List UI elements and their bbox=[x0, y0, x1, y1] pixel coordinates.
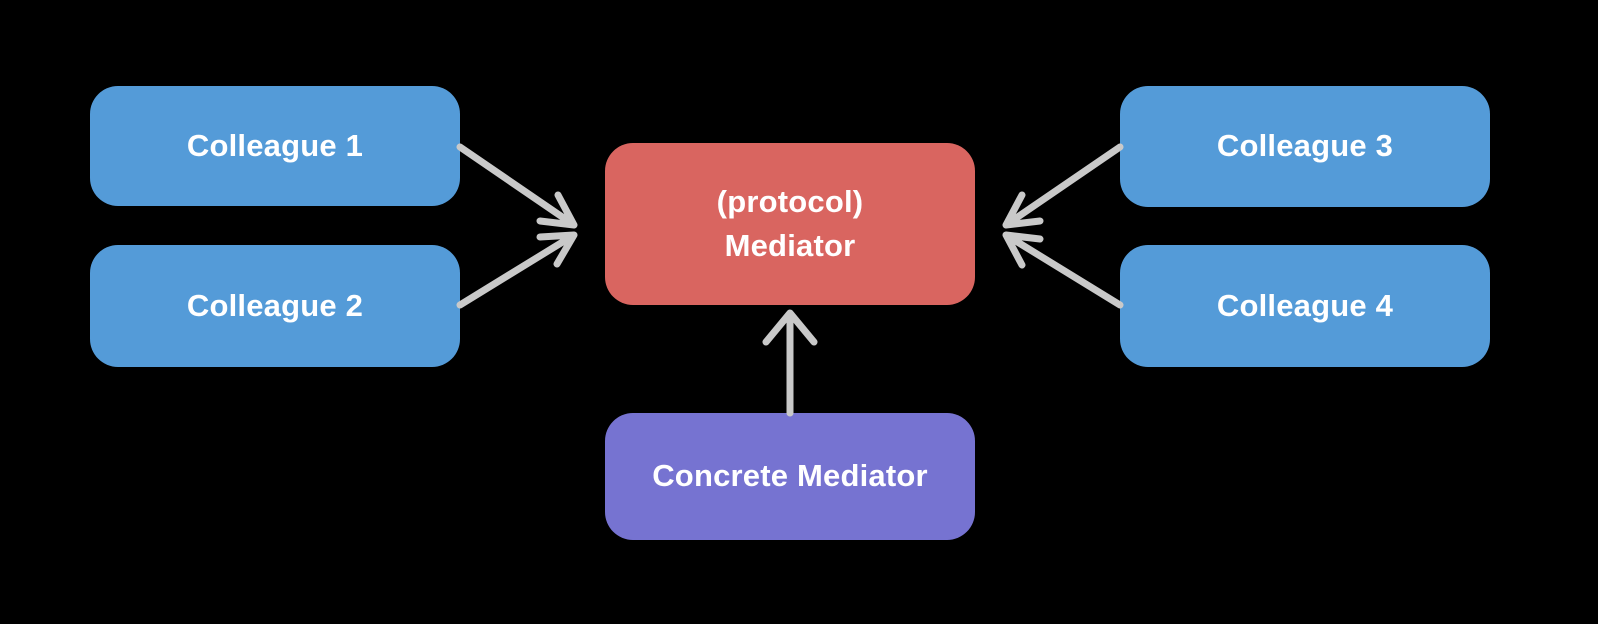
node-colleague-3-label: Colleague 3 bbox=[1216, 128, 1394, 164]
node-colleague-4: Colleague 4 bbox=[1120, 245, 1490, 367]
node-mediator-label: (protocol) Mediator bbox=[716, 183, 864, 263]
node-colleague-1-label: Colleague 1 bbox=[186, 127, 364, 163]
node-concrete-mediator: Concrete Mediator bbox=[605, 413, 975, 540]
arrow-colleague-2-to-mediator bbox=[456, 231, 578, 309]
arrow-colleague-3-to-mediator bbox=[1002, 143, 1124, 229]
arrow-colleague-1-to-mediator bbox=[456, 143, 578, 229]
node-colleague-2: Colleague 2 bbox=[90, 245, 460, 367]
node-concrete-mediator-label: Concrete Mediator bbox=[652, 458, 928, 494]
node-colleague-3: Colleague 3 bbox=[1120, 86, 1490, 207]
node-colleague-1: Colleague 1 bbox=[90, 86, 460, 206]
node-colleague-4-label: Colleague 4 bbox=[1216, 287, 1394, 323]
arrow-colleague-4-to-mediator bbox=[1002, 231, 1124, 309]
arrow-concrete-mediator-to-mediator bbox=[762, 309, 818, 417]
node-mediator: (protocol) Mediator bbox=[605, 143, 975, 305]
node-colleague-2-label: Colleague 2 bbox=[186, 287, 364, 323]
